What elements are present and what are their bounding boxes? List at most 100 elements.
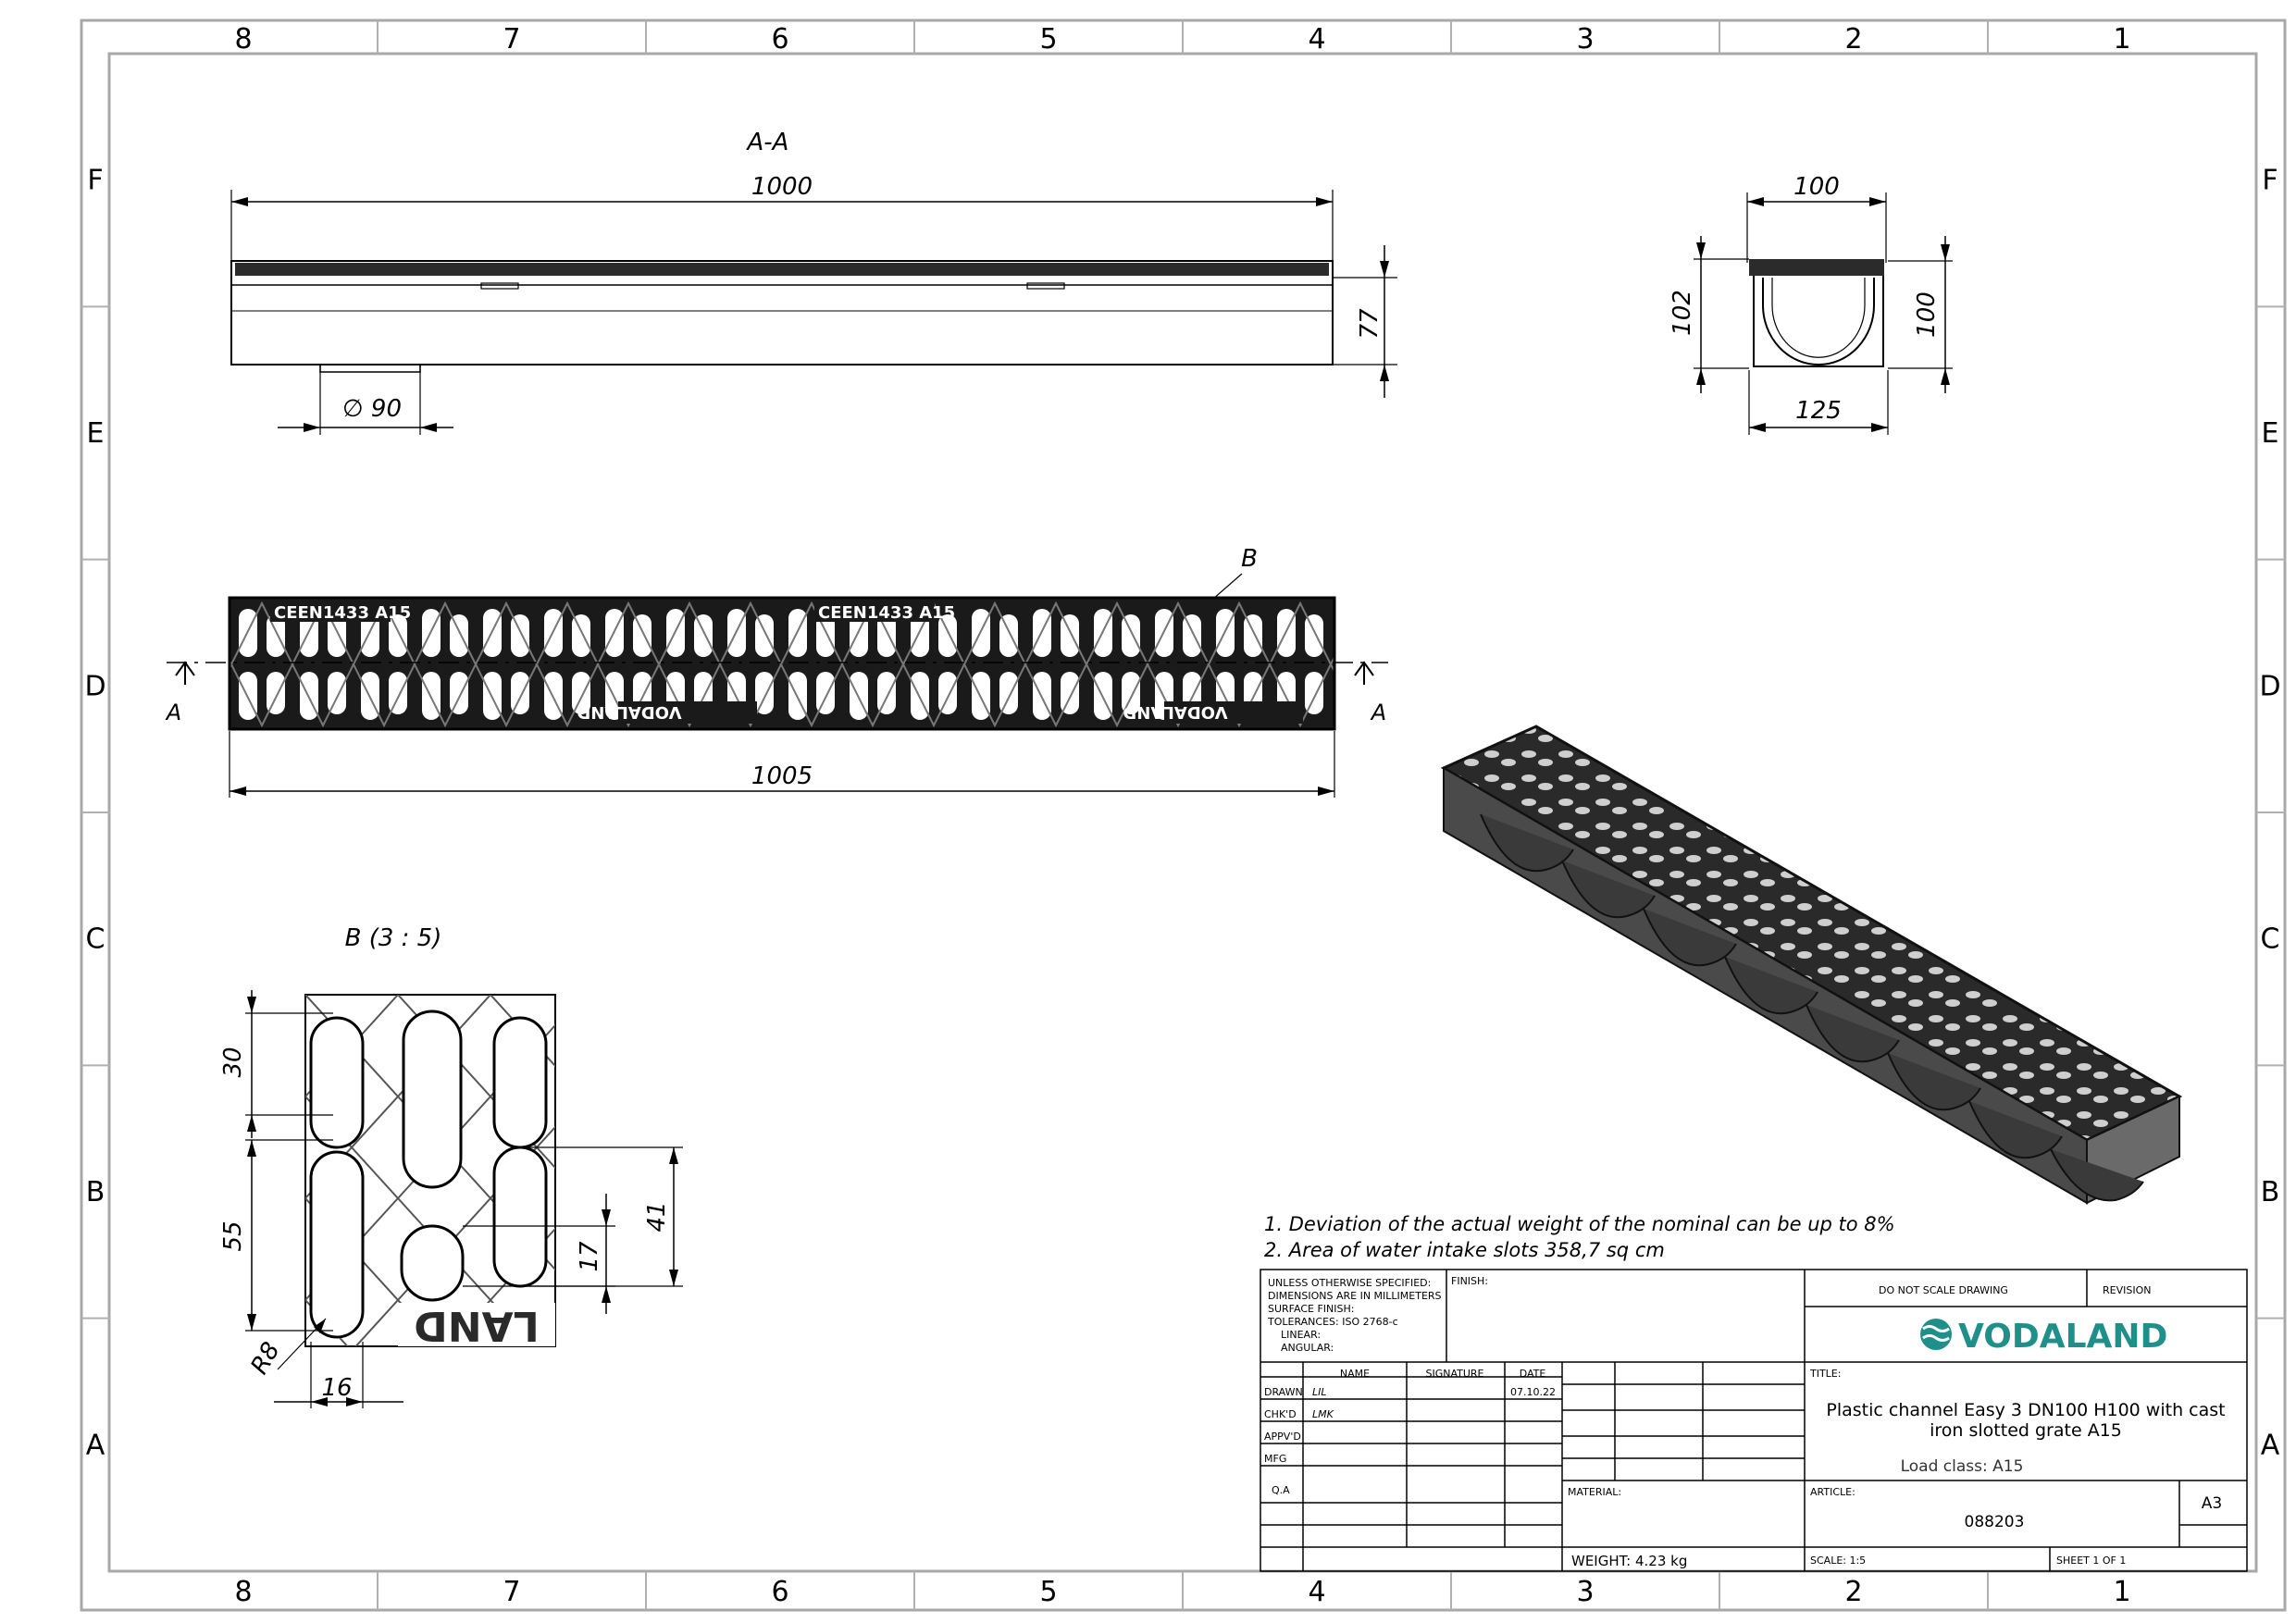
note-2: 2. Area of water intake slots 358,7 sq c… <box>1264 1239 1665 1261</box>
zone-col-label-bottom: 5 <box>1039 1576 1057 1608</box>
note-1: 1. Deviation of the actual weight of the… <box>1264 1213 1895 1235</box>
zone-row-label-right: E <box>2262 417 2279 450</box>
tb-scale: SCALE: 1:5 <box>1810 1555 1866 1567</box>
zone-col-label-top: 7 <box>503 23 520 56</box>
tb-general-6: ANGULAR: <box>1281 1342 1334 1354</box>
zone-col-label-top: 6 <box>771 23 788 56</box>
tb-role-mfg: MFG <box>1264 1453 1286 1465</box>
dim-detail-41: 41 <box>643 1201 671 1232</box>
dim-end-bottom-125: 125 <box>1795 397 1842 425</box>
tb-weight: WEIGHT: 4.23 kg <box>1571 1553 1687 1569</box>
detail-brand-fragment: LAND <box>414 1302 539 1349</box>
tb-title-line1: Plastic channel Easy 3 DN100 H100 with c… <box>1826 1400 2225 1420</box>
tb-dont-scale: DO NOT SCALE DRAWING <box>1879 1284 2008 1296</box>
tb-general-2: DIMENSIONS ARE IN MILLIMETERS <box>1268 1290 1442 1302</box>
tb-role-appvd: APPV'D <box>1264 1431 1301 1443</box>
zone-row-label-left: C <box>86 923 105 956</box>
section-view-label: A-A <box>746 129 789 156</box>
section-mark-right: A <box>1370 700 1386 725</box>
zone-row-label-left: E <box>87 417 105 450</box>
zone-row-label-right: B <box>2261 1176 2280 1208</box>
detail-view-label: B (3 : 5) <box>345 924 442 952</box>
outlet-pipe <box>319 364 421 373</box>
tb-company: VODALAND <box>1958 1318 2167 1356</box>
zone-col-label-top: 5 <box>1039 23 1057 56</box>
tb-col-date: DATE <box>1520 1368 1546 1380</box>
dim-detail-16: 16 <box>321 1374 352 1402</box>
section-mark-left: A <box>165 700 181 725</box>
zone-col-label-bottom: 1 <box>2113 1576 2130 1608</box>
detail-ref-b: B <box>1241 545 1258 573</box>
zone-ticks <box>81 20 2285 1610</box>
zone-row-label-left: B <box>86 1176 105 1208</box>
zone-col-label-top: 8 <box>234 23 252 56</box>
zone-col-label-bottom: 4 <box>1308 1576 1325 1608</box>
zone-col-label-bottom: 6 <box>771 1576 788 1608</box>
sheet-frame <box>80 19 2287 1612</box>
dim-length-1005: 1005 <box>751 762 813 790</box>
zone-row-label-right: A <box>2261 1429 2280 1461</box>
tb-general-3: SURFACE FINISH: <box>1268 1303 1354 1315</box>
tb-general-1: UNLESS OTHERWISE SPECIFIED: <box>1268 1277 1431 1289</box>
zone-row-label-right: F <box>2262 165 2277 197</box>
zone-col-label-bottom: 8 <box>234 1576 252 1608</box>
grate-marking-right: CEEN1433 A15 <box>818 603 955 623</box>
zone-col-label-bottom: 2 <box>1844 1576 1862 1608</box>
end-view: 100 125 102 100 <box>1669 173 1953 435</box>
end-grate <box>1749 259 1884 276</box>
zone-row-label-right: C <box>2261 923 2280 956</box>
zone-row-label-left: A <box>86 1429 105 1461</box>
grate-top-view: B CEEN1433 A15 CEEN1433 A15 VODALAND VOD… <box>165 545 1388 798</box>
tb-article-label: ARTICLE: <box>1810 1486 1855 1498</box>
dim-end-right-100: 100 <box>1913 291 1941 338</box>
tb-sheet: SHEET 1 OF 1 <box>2056 1555 2126 1567</box>
zone-col-label-top: 2 <box>1844 23 1862 56</box>
tb-revision-label: REVISION <box>2103 1284 2151 1296</box>
dim-outlet-90: ∅ 90 <box>342 395 402 423</box>
notes: 1. Deviation of the actual weight of the… <box>1264 1213 1895 1261</box>
zone-row-label-left: F <box>87 165 103 197</box>
dim-detail-r8: R8 <box>245 1338 285 1380</box>
tb-size: A3 <box>2202 1494 2222 1513</box>
zone-row-label-right: D <box>2259 670 2280 702</box>
title-block <box>1260 1269 2248 1572</box>
grate-brand-right: VODALAND <box>1123 702 1227 722</box>
zone-col-label-bottom: 3 <box>1576 1576 1594 1608</box>
section-view-aa: A-A 1000 ∅ 90 77 <box>230 129 1397 435</box>
grate-brand-left: VODALAND <box>577 702 681 722</box>
tb-col-name: NAME <box>1340 1368 1370 1380</box>
grate-marking-left: CEEN1433 A15 <box>274 603 411 623</box>
grate-section-strip <box>235 263 1329 276</box>
tb-chkd-name: LMK <box>1312 1408 1334 1420</box>
tb-load-class: Load class: A15 <box>1901 1457 2024 1476</box>
tb-drawn-date: 07.10.22 <box>1510 1386 1556 1398</box>
tb-role-drawn: DRAWN <box>1264 1386 1303 1398</box>
zone-col-label-bottom: 7 <box>503 1576 520 1608</box>
tb-role-chkd: CHK'D <box>1264 1408 1297 1420</box>
dim-detail-17: 17 <box>576 1241 603 1272</box>
dim-height-77: 77 <box>1356 308 1384 340</box>
detail-view-b: B (3 : 5) LAND 30 55 41 <box>219 924 683 1408</box>
dim-end-left-102: 102 <box>1669 290 1696 336</box>
channel-section-body <box>230 260 1334 365</box>
zone-row-label-left: D <box>84 670 105 702</box>
dim-detail-30: 30 <box>219 1047 247 1077</box>
zone-col-label-top: 4 <box>1308 23 1325 56</box>
company-logo: VODALAND <box>1920 1318 2167 1356</box>
tb-article: 088203 <box>1965 1513 2025 1531</box>
tb-material-label: MATERIAL: <box>1568 1486 1621 1498</box>
zone-col-label-top: 3 <box>1576 23 1594 56</box>
dim-length-1000: 1000 <box>751 173 813 201</box>
dim-end-top-100: 100 <box>1793 173 1840 201</box>
dim-detail-55: 55 <box>219 1220 247 1251</box>
title-block-text: UNLESS OTHERWISE SPECIFIED: DIMENSIONS A… <box>1264 1275 2226 1569</box>
isometric-view <box>1440 725 2183 1205</box>
tb-title-label: TITLE: <box>1809 1368 1841 1380</box>
tb-col-signature: SIGNATURE <box>1425 1368 1483 1380</box>
end-channel-body <box>1753 276 1884 367</box>
tb-title-line2: iron slotted grate A15 <box>1930 1420 2122 1441</box>
tb-role-qa: Q.A <box>1272 1484 1290 1496</box>
tb-general-4: TOLERANCES: ISO 2768-c <box>1267 1316 1398 1328</box>
